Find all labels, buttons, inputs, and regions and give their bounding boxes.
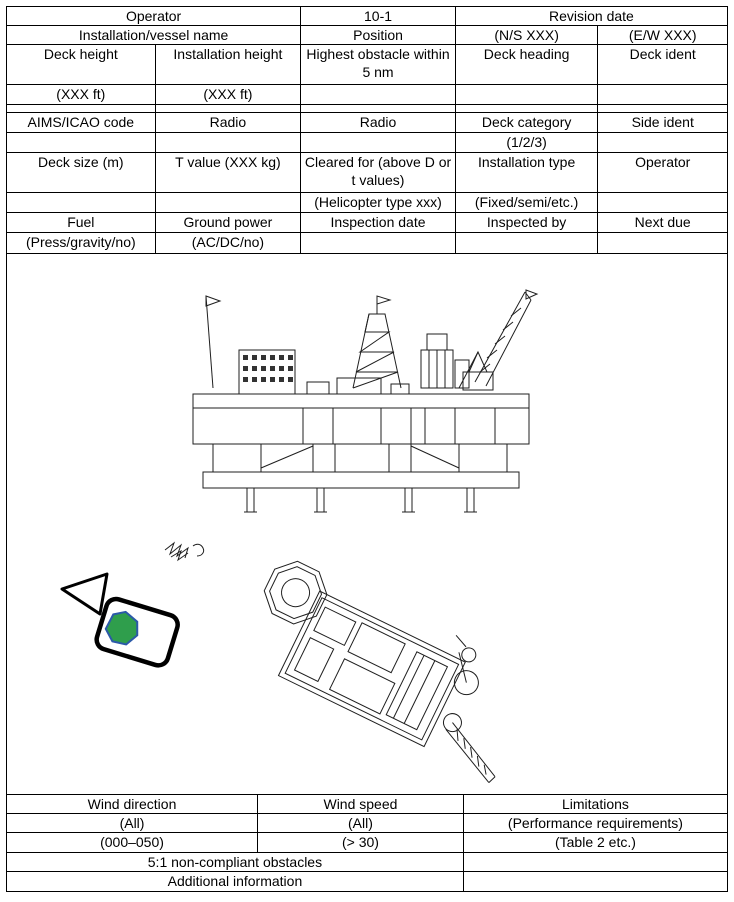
cell-empty — [597, 132, 728, 153]
cell-additional-information: Additional information — [6, 871, 464, 892]
cell-ground-power-hint: (AC/DC/no) — [154, 232, 302, 254]
cell-deck-height: Deck height — [6, 44, 156, 85]
cell-installation-height: Installation height — [154, 44, 302, 85]
cell-highest-obstacle: Highest obstacle within 5 nm — [300, 44, 456, 85]
cell-installation-type: Installation type — [454, 152, 599, 193]
cell-deck-heading: Deck heading — [454, 44, 599, 85]
cell-wind-direction-range: (000–050) — [5, 832, 259, 853]
cell-position-ew: (E/W XXX) — [597, 25, 728, 45]
cell-empty — [300, 104, 456, 113]
rig-plan-drawing — [263, 560, 496, 783]
cell-next-due: Next due — [597, 212, 728, 233]
cell-empty — [597, 104, 728, 113]
cell-inspection-date: Inspection date — [300, 212, 456, 233]
cell-fuel-hint: (Press/gravity/no) — [6, 232, 156, 254]
cell-radio-2: Radio — [300, 112, 456, 133]
cell-fuel: Fuel — [6, 212, 156, 233]
cell-installation-vessel-name: Installation/vessel name — [5, 25, 302, 45]
limitations-table: Wind direction Wind speed Limitations (A… — [5, 794, 729, 892]
cell-empty — [597, 192, 728, 213]
cell-helicopter-type-hint: (Helicopter type xxx) — [300, 192, 456, 213]
cell-cleared-for: Cleared for (above D or t values) — [300, 152, 456, 193]
cell-empty — [300, 84, 456, 105]
cell-empty — [6, 192, 156, 213]
cell-operator-2: Operator — [597, 152, 728, 193]
cell-t-value: T value (XXX kg) — [154, 152, 302, 193]
cell-empty — [6, 104, 156, 113]
cell-wind-direction: Wind direction — [5, 794, 259, 814]
green-blob — [104, 610, 139, 646]
cell-operator: Operator — [5, 6, 302, 26]
cell-inspected-by: Inspected by — [454, 212, 599, 233]
helideck-header-table: Operator 10-1 Revision date Installation… — [5, 6, 729, 254]
cell-revision-date: Revision date — [454, 6, 729, 26]
cell-wind-speed-range: (> 30) — [257, 832, 464, 853]
cell-empty — [597, 84, 728, 105]
cell-empty — [300, 132, 456, 153]
cell-installation-height-unit: (XXX ft) — [154, 84, 302, 105]
cell-noncompliant-obstacles: 5:1 non-compliant obstacles — [6, 852, 464, 872]
cell-deck-size: Deck size (m) — [6, 152, 156, 193]
installation-drawings-panel — [6, 254, 728, 794]
cell-deck-category-options: (1/2/3) — [454, 132, 599, 153]
rig-drawings-figure — [60, 289, 539, 783]
cell-limitations-ref: (Table 2 etc.) — [462, 832, 729, 853]
cell-radio-1: Radio — [154, 112, 302, 133]
cell-side-ident: Side ident — [597, 112, 728, 133]
cell-limitations: Limitations — [462, 794, 729, 814]
cell-empty — [454, 84, 599, 105]
cell-wind-speed-all: (All) — [257, 813, 464, 833]
cell-empty — [6, 132, 156, 153]
cell-empty — [462, 871, 729, 892]
cell-deck-height-unit: (XXX ft) — [6, 84, 156, 105]
cell-wind-speed: Wind speed — [257, 794, 464, 814]
card-marker — [94, 596, 180, 668]
cell-empty — [154, 132, 302, 153]
cell-empty — [454, 104, 599, 113]
cell-page-ref: 10-1 — [300, 6, 456, 26]
cell-deck-category: Deck category — [454, 112, 599, 133]
cell-installation-type-hint: (Fixed/semi/etc.) — [454, 192, 599, 213]
card-marker-outline — [94, 596, 180, 668]
cell-empty — [597, 232, 728, 254]
cell-performance-requirements: (Performance requirements) — [462, 813, 729, 833]
cell-aims-icao-code: AIMS/ICAO code — [6, 112, 156, 133]
cell-empty — [462, 852, 729, 872]
cell-empty — [300, 232, 456, 254]
cell-empty — [154, 104, 302, 113]
cell-position-ns: (N/S XXX) — [454, 25, 599, 45]
anchor-scribble — [164, 541, 205, 562]
cell-empty — [154, 192, 302, 213]
cell-wind-direction-all: (All) — [5, 813, 259, 833]
helideck-information-page: Operator 10-1 Revision date Installation… — [5, 6, 729, 892]
cell-deck-ident: Deck ident — [597, 44, 728, 85]
cell-position: Position — [300, 25, 456, 45]
cell-empty — [454, 232, 599, 254]
cell-ground-power: Ground power — [154, 212, 302, 233]
triangle-marker — [60, 572, 109, 616]
rig-elevation-drawing — [192, 289, 539, 513]
